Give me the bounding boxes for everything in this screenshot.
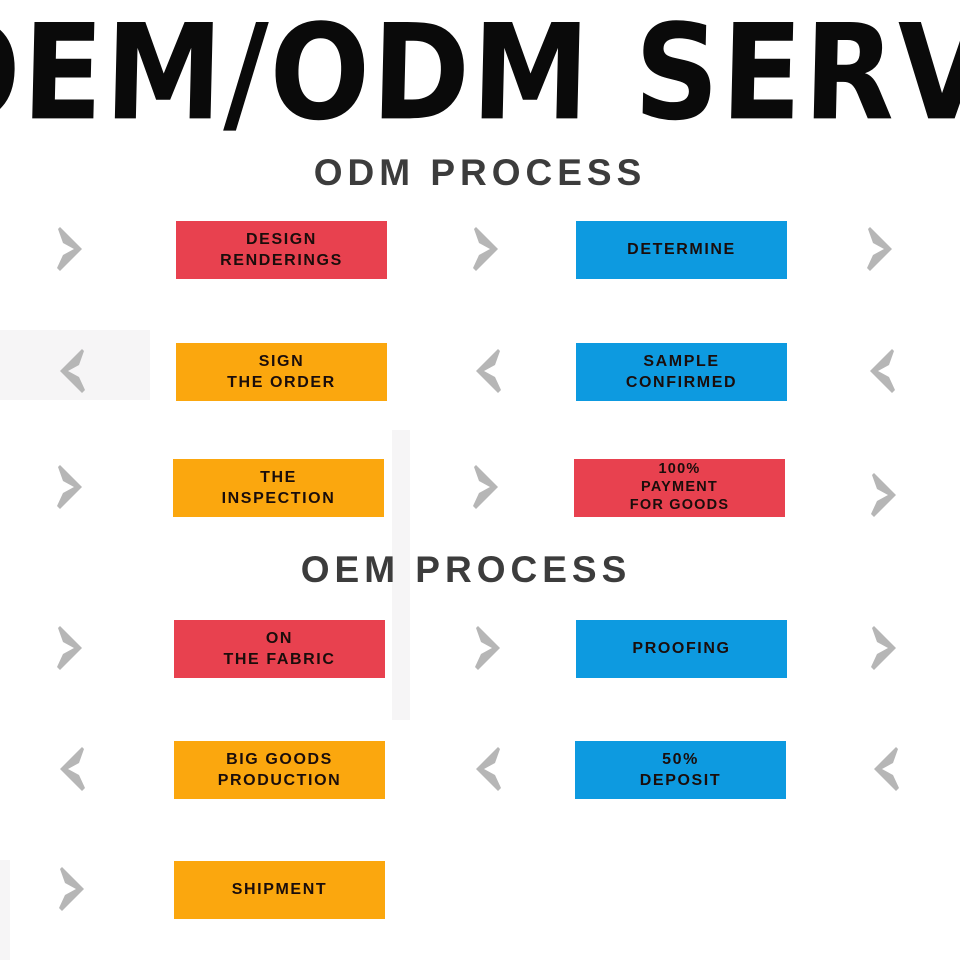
process-row: ON THE FABRIC PROOFING	[0, 610, 960, 690]
process-step-box[interactable]: PROOFING	[576, 620, 787, 678]
chevron-left-icon	[862, 347, 902, 395]
process-step-label: DESIGN RENDERINGS	[220, 230, 343, 269]
process-step-box[interactable]: DETERMINE	[576, 221, 787, 279]
chevron-left-icon	[866, 745, 906, 793]
process-step-box[interactable]: 100% PAYMENT FOR GOODS	[574, 459, 785, 517]
process-step-box[interactable]: SHIPMENT	[174, 861, 385, 919]
chevron-right-icon	[466, 225, 506, 273]
process-step-label: BIG GOODS PRODUCTION	[217, 750, 342, 789]
hero-title-container: OEM/ODM SERVICE	[0, 0, 960, 140]
process-step-box[interactable]: SAMPLE CONFIRMED	[576, 343, 787, 401]
chevron-right-icon	[860, 225, 900, 273]
process-row: SIGN THE ORDER SAMPLE CONFIRMED	[0, 333, 960, 413]
section-heading-oem: OEM PROCESS	[300, 549, 632, 590]
chevron-right-icon	[50, 225, 90, 273]
chevron-left-icon	[52, 745, 92, 793]
process-step-label: DETERMINE	[627, 241, 736, 259]
process-step-label: 100% PAYMENT FOR GOODS	[629, 461, 730, 513]
process-step-box[interactable]: DESIGN RENDERINGS	[176, 221, 387, 279]
process-row: SHIPMENT	[0, 851, 960, 931]
process-step-box[interactable]: SIGN THE ORDER	[176, 343, 387, 401]
process-row: THE INSPECTION 100% PAYMENT FOR GOODS	[0, 449, 960, 529]
chevron-left-icon	[52, 347, 92, 395]
chevron-left-icon	[468, 745, 508, 793]
page-title: OEM/ODM SERVICE	[0, 0, 960, 140]
process-step-box[interactable]: THE INSPECTION	[173, 459, 384, 517]
process-step-label: PROOFING	[632, 640, 731, 658]
chevron-right-icon	[864, 624, 904, 672]
chevron-right-icon	[864, 471, 904, 519]
chevron-right-icon	[468, 624, 508, 672]
chevron-right-icon	[52, 865, 92, 913]
chevron-right-icon	[466, 463, 506, 511]
process-step-box[interactable]: 50% DEPOSIT	[575, 741, 786, 799]
chevron-right-icon	[50, 624, 90, 672]
process-row: DESIGN RENDERINGS DETERMINE	[0, 211, 960, 291]
section-heading-odm: ODM PROCESS	[313, 152, 647, 193]
process-step-label: SIGN THE ORDER	[227, 352, 336, 391]
chevron-right-icon	[50, 463, 90, 511]
process-step-label: 50% DEPOSIT	[639, 750, 722, 789]
process-step-box[interactable]: ON THE FABRIC	[174, 620, 385, 678]
process-step-label: SAMPLE CONFIRMED	[625, 352, 738, 391]
process-step-label: THE INSPECTION	[221, 468, 336, 507]
chevron-left-icon	[468, 347, 508, 395]
process-row: BIG GOODS PRODUCTION 50% DEPOSIT	[0, 731, 960, 811]
process-step-label: SHIPMENT	[231, 881, 328, 899]
process-step-box[interactable]: BIG GOODS PRODUCTION	[174, 741, 385, 799]
process-step-label: ON THE FABRIC	[223, 629, 336, 668]
